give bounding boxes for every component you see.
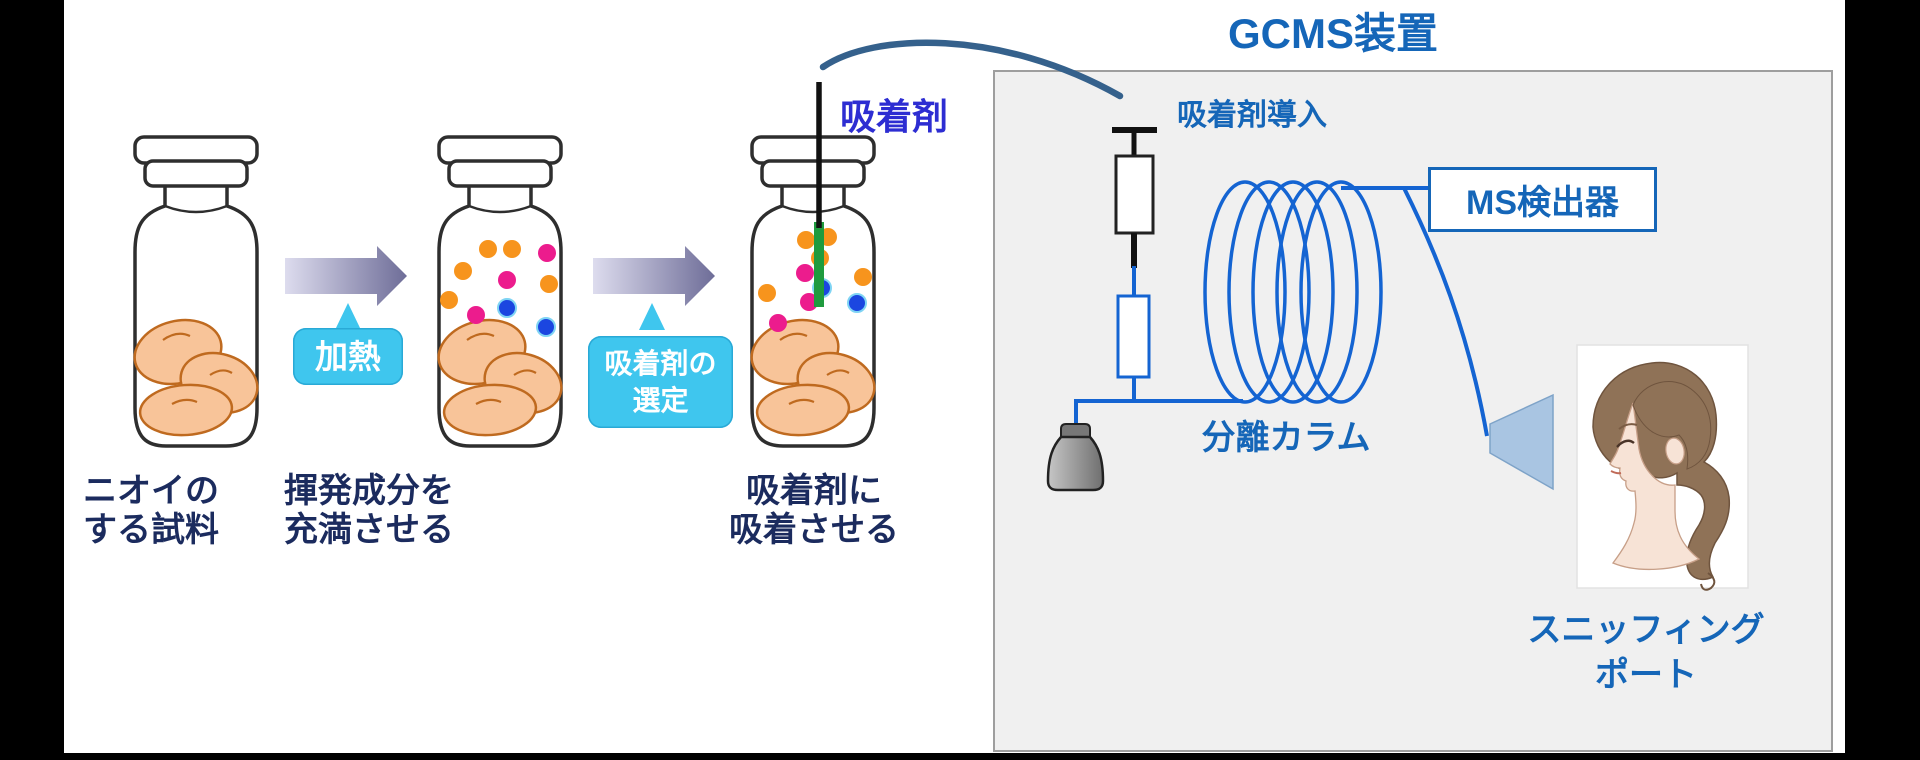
- step1-caption-line1: ニオイの: [83, 472, 219, 510]
- step1-caption: ニオイの する試料: [51, 472, 251, 550]
- adsorbent-select-line1: 吸着剤の: [604, 348, 717, 379]
- volatile-dots-2: [440, 240, 558, 337]
- step2-caption: 揮発成分を 充満させる: [269, 472, 469, 550]
- letterbox-bottom: [0, 753, 1920, 760]
- heat-bubble-tail: [335, 303, 361, 330]
- process-arrow-2: [593, 246, 715, 306]
- letterbox-right: [1845, 0, 1920, 760]
- ponytail-curl: [1700, 572, 1716, 591]
- step2-caption-line1: 揮発成分を: [284, 472, 454, 510]
- adsorbent-select-bubble: 吸着剤の 選定: [588, 336, 733, 428]
- sniffing-port-label: スニッフィング ポート: [1496, 608, 1796, 698]
- sniffer-portrait: [1576, 344, 1749, 591]
- adsorbent-inlet-label: 吸着剤導入: [1177, 99, 1327, 132]
- adsorbent-select-line2: 選定: [632, 385, 689, 416]
- step3-caption: 吸着剤に 吸着させる: [714, 472, 914, 550]
- separation-column-coil: [1203, 180, 1383, 404]
- cookies-3: [750, 318, 876, 437]
- sample-bottle-2: [437, 135, 563, 448]
- lips: [1610, 470, 1622, 475]
- heat-bubble: 加熱: [293, 328, 403, 385]
- step1-caption-line2: する試料: [83, 511, 219, 549]
- injector-tube: [1116, 294, 1151, 379]
- step2-caption-line2: 充満させる: [284, 511, 454, 549]
- step3-caption-line1: 吸着剤に: [746, 472, 882, 510]
- separation-column-label: 分離カラム: [1201, 419, 1371, 457]
- sniffing-port-line2: ポート: [1595, 656, 1697, 694]
- transfer-curve: [819, 39, 1124, 100]
- adsorbent-inlet-syringe: [1112, 127, 1157, 268]
- step3-caption-line2: 吸着させる: [729, 511, 899, 549]
- adsorbent-stick-green: [814, 222, 824, 307]
- sample-bottle-1: [133, 135, 259, 448]
- process-arrow-1: [285, 246, 407, 306]
- ear: [1665, 437, 1685, 465]
- sniffing-port-line1: スニッフィング: [1527, 611, 1765, 649]
- sample-bottle-3: [750, 82, 876, 448]
- eye: [1616, 439, 1635, 448]
- adsorbent-label: 吸着剤: [840, 96, 949, 137]
- face: [1609, 402, 1701, 571]
- carrier-gas-canister: [1046, 423, 1105, 492]
- cookies-1: [133, 318, 259, 437]
- eyebrow: [1618, 423, 1638, 430]
- cookies-2: [437, 318, 563, 437]
- adsorbent-select-bubble-tail: [639, 303, 665, 330]
- bangs: [1632, 381, 1712, 470]
- letterbox-left: [0, 0, 64, 760]
- ms-detector-label: MS検出器: [1466, 184, 1619, 222]
- ms-detector-box: MS検出器: [1428, 167, 1657, 232]
- gc-tubing: [1074, 186, 1489, 437]
- sniffing-cone: [1489, 393, 1554, 491]
- gcms-title: GCMS装置: [1227, 10, 1438, 57]
